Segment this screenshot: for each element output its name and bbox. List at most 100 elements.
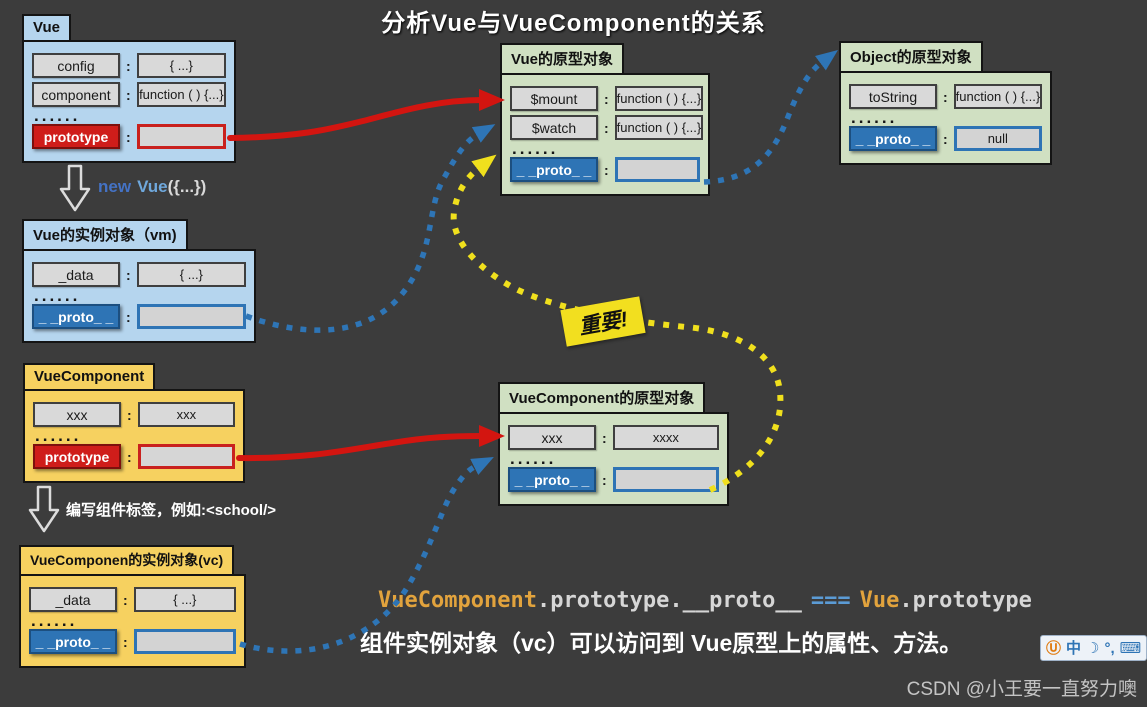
colon: : bbox=[126, 86, 131, 103]
property-row: _data : { ...} bbox=[29, 587, 236, 612]
ime-u-mode-icon[interactable]: Ⓤ bbox=[1046, 639, 1062, 657]
code-vue: Vue bbox=[859, 588, 900, 613]
property-row: xxx : xxxx bbox=[508, 425, 719, 450]
code-conclusion: VueComponent.prototype.__proto__ === Vue.p… bbox=[378, 588, 1032, 613]
important-badge: 重要! bbox=[560, 296, 646, 347]
property-value: { ...} bbox=[136, 262, 246, 287]
property-key: $watch bbox=[510, 115, 598, 140]
ime-fullwidth-moon-icon[interactable]: ☽ bbox=[1086, 639, 1100, 657]
colon: : bbox=[943, 88, 948, 105]
property-key: config bbox=[32, 53, 120, 78]
down-arrow-new-vue bbox=[59, 164, 91, 212]
proto-value-null: null bbox=[953, 126, 1042, 151]
ime-keyboard-icon[interactable]: ⌨ bbox=[1119, 639, 1142, 657]
colon: : bbox=[126, 128, 131, 145]
proto-value-slot bbox=[136, 304, 246, 329]
property-row: _data : { ...} bbox=[32, 262, 246, 287]
arrow-vue-prototype bbox=[227, 89, 505, 141]
prototype-key: prototype bbox=[32, 124, 120, 149]
vuecomponent-constructor-box: VueComponent xxx : xxx ...... prototype … bbox=[23, 363, 245, 483]
property-key: xxx bbox=[508, 425, 596, 450]
property-row: $watch : function ( ) {...} bbox=[510, 115, 704, 140]
keyword-new: new bbox=[98, 177, 132, 196]
colon: : bbox=[604, 119, 609, 136]
code-proto-chain: .prototype.__proto__ bbox=[536, 588, 802, 613]
proto-key: _ _proto_ _ bbox=[508, 467, 596, 492]
colon: : bbox=[604, 90, 609, 107]
ime-status-bar[interactable]: Ⓤ 中 ☽ °, ⌨ bbox=[1040, 635, 1147, 661]
vuecomponent-prototype-box: VueComponent的原型对象 xxx : xxxx ...... _ _p… bbox=[498, 382, 729, 506]
colon: : bbox=[127, 406, 132, 423]
proto-value-slot bbox=[612, 467, 719, 492]
prototype-row: prototype : bbox=[33, 444, 235, 469]
vue-constructor-box: Vue config : { ...} component : function… bbox=[22, 14, 236, 163]
proto-key: _ _proto_ _ bbox=[849, 126, 937, 151]
property-key: _data bbox=[29, 587, 117, 612]
box-title: VueComponen的实例对象(vc) bbox=[19, 545, 235, 576]
property-key: component bbox=[32, 82, 120, 107]
colon: : bbox=[602, 429, 607, 446]
ellipsis: ...... bbox=[510, 449, 557, 468]
colon: : bbox=[604, 161, 609, 178]
colon: : bbox=[602, 471, 607, 488]
box-title: VueComponent bbox=[23, 363, 156, 391]
property-row: toString : function ( ) {...} bbox=[849, 84, 1043, 109]
code-prototype: .prototype bbox=[899, 588, 1032, 613]
colon: : bbox=[127, 448, 132, 465]
property-value: function ( ) {...} bbox=[614, 86, 704, 111]
object-prototype-box: Object的原型对象 toString : function ( ) {...… bbox=[839, 41, 1052, 165]
proto-value-slot bbox=[133, 629, 236, 654]
prototype-row: prototype : bbox=[32, 124, 226, 149]
box-title: Vue的原型对象 bbox=[500, 43, 624, 75]
arrow-vueproto-proto bbox=[703, 49, 838, 185]
property-value: function ( ) {...} bbox=[953, 84, 1043, 109]
code-vuecomponent: VueComponent bbox=[378, 588, 537, 613]
property-row: config : { ...} bbox=[32, 53, 226, 78]
property-value: function ( ) {...} bbox=[136, 82, 226, 107]
prototype-key: prototype bbox=[33, 444, 121, 469]
property-key: $mount bbox=[510, 86, 598, 111]
colon: : bbox=[123, 591, 128, 608]
proto-key: _ _proto_ _ bbox=[510, 157, 598, 182]
arrow-vuecomponent-prototype bbox=[236, 425, 505, 462]
ellipsis: ...... bbox=[851, 108, 898, 127]
watermark: CSDN @小王要一直努力噢 bbox=[906, 679, 1137, 700]
proto-row: _ _proto_ _ : bbox=[32, 304, 246, 329]
ellipsis: ...... bbox=[31, 611, 78, 630]
write-tag-annotation: 编写组件标签，例如:<school/> bbox=[66, 502, 277, 519]
vc-instance-box: VueComponen的实例对象(vc) _data : { ...} ....… bbox=[19, 545, 246, 668]
proto-row: _ _proto_ _ : null bbox=[849, 126, 1042, 151]
code-equals: === bbox=[810, 588, 851, 613]
colon: : bbox=[126, 266, 131, 283]
ime-punctuation-icon[interactable]: °, bbox=[1104, 639, 1115, 657]
ime-language-icon[interactable]: 中 bbox=[1066, 639, 1082, 657]
box-title: Object的原型对象 bbox=[839, 41, 983, 73]
proto-row: _ _proto_ _ : bbox=[29, 629, 236, 654]
box-title: Vue bbox=[22, 14, 71, 42]
colon: : bbox=[123, 633, 128, 650]
proto-key: _ _proto_ _ bbox=[32, 304, 120, 329]
property-key: toString bbox=[849, 84, 937, 109]
property-value: function ( ) {...} bbox=[614, 115, 704, 140]
ellipsis: ...... bbox=[35, 426, 82, 445]
page-title: 分析Vue与VueComponent的关系 bbox=[381, 10, 766, 37]
vm-instance-box: Vue的实例对象（vm) _data : { ...} ...... _ _pr… bbox=[22, 219, 256, 343]
property-value: xxxx bbox=[612, 425, 719, 450]
box-title: Vue的实例对象（vm) bbox=[22, 219, 188, 251]
property-value: { ...} bbox=[133, 587, 236, 612]
property-value: xxx bbox=[137, 402, 235, 427]
vue-name: Vue bbox=[137, 177, 168, 196]
proto-row: _ _proto_ _ : bbox=[510, 157, 700, 182]
colon: : bbox=[943, 130, 948, 147]
box-title: VueComponent的原型对象 bbox=[498, 382, 706, 414]
ellipsis: ...... bbox=[512, 139, 559, 158]
ellipsis: ...... bbox=[34, 286, 81, 305]
summary-text: 组件实例对象（vc）可以访问到 Vue原型上的属性、方法。 bbox=[360, 630, 963, 656]
prototype-value-slot bbox=[136, 124, 226, 149]
property-row: xxx : xxx bbox=[33, 402, 235, 427]
proto-key: _ _proto_ _ bbox=[29, 629, 117, 654]
vue-prototype-box: Vue的原型对象 $mount : function ( ) {...} $wa… bbox=[500, 43, 710, 196]
ellipsis: ...... bbox=[34, 106, 81, 125]
